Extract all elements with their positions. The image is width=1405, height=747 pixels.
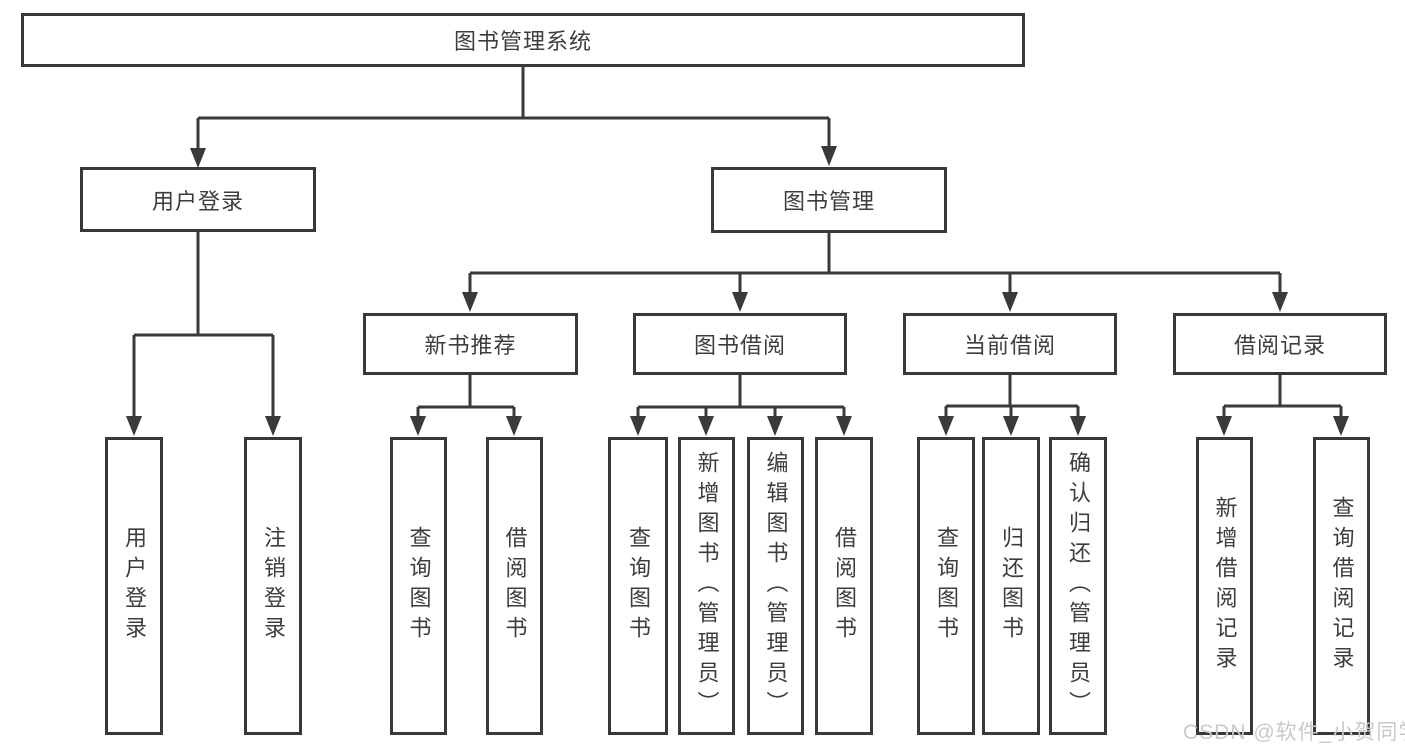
arrowhead: [630, 416, 646, 436]
node-borrowing-records: 借阅记录: [1173, 313, 1387, 375]
arrowhead: [821, 146, 837, 166]
arrowhead: [462, 292, 478, 312]
node-leaf-return-books: 归还图书: [982, 437, 1040, 735]
node-leaf-borrow-borrow-books: 借阅图书: [815, 437, 873, 735]
arrowhead: [1216, 416, 1232, 436]
arrowhead: [1333, 416, 1349, 436]
connector-user-login-to-leaves: [126, 232, 281, 436]
arrowhead: [190, 148, 206, 168]
arrowhead: [1272, 292, 1288, 312]
node-user-login: 用户登录: [80, 167, 316, 232]
node-leaf-borrow-query-books: 查询图书: [608, 437, 668, 735]
node-new-book-recommend: 新书推荐: [363, 313, 578, 375]
arrowhead: [265, 416, 281, 436]
arrowhead: [732, 292, 748, 312]
node-book-management: 图书管理: [711, 167, 947, 233]
node-leaf-logout: 注销登录: [244, 437, 302, 735]
arrowhead: [938, 416, 954, 436]
arrowhead: [1003, 416, 1019, 436]
arrowhead: [836, 416, 852, 436]
node-leaf-recommend-query-books: 查询图书: [390, 437, 447, 735]
connector-borrow-to-leaves: [630, 374, 852, 436]
arrowhead: [698, 416, 714, 436]
arrowhead: [1070, 416, 1086, 436]
node-leaf-add-borrow-record: 新增借阅记录: [1196, 437, 1253, 735]
node-leaf-confirm-return-admin: 确认归还（管理员）: [1049, 437, 1107, 735]
arrowhead: [767, 416, 783, 436]
connector-book-management-to-level3: [462, 233, 1288, 312]
csdn-watermark: CSDN @软件_小贺同学: [1183, 721, 1405, 744]
connector-current-to-leaves: [938, 374, 1086, 436]
arrowhead: [506, 416, 522, 436]
arrowhead: [1002, 292, 1018, 312]
node-book-borrowing: 图书借阅: [633, 313, 847, 375]
node-leaf-query-borrow-record: 查询借阅记录: [1313, 437, 1370, 735]
connector-root-to-level2: [190, 67, 837, 168]
node-leaf-add-book-admin: 新增图书（管理员）: [678, 437, 735, 735]
node-library-management-system: 图书管理系统: [21, 13, 1025, 67]
node-current-borrowing: 当前借阅: [903, 313, 1117, 375]
connector-records-to-leaves: [1216, 374, 1349, 436]
node-leaf-edit-book-admin: 编辑图书（管理员）: [747, 437, 804, 735]
node-leaf-recommend-borrow-books: 借阅图书: [486, 437, 543, 735]
node-leaf-user-login: 用户登录: [105, 437, 163, 735]
arrowhead: [126, 416, 142, 436]
connector-recommend-to-leaves: [410, 374, 522, 436]
arrowhead: [410, 416, 426, 436]
node-leaf-current-query-books: 查询图书: [917, 437, 975, 735]
